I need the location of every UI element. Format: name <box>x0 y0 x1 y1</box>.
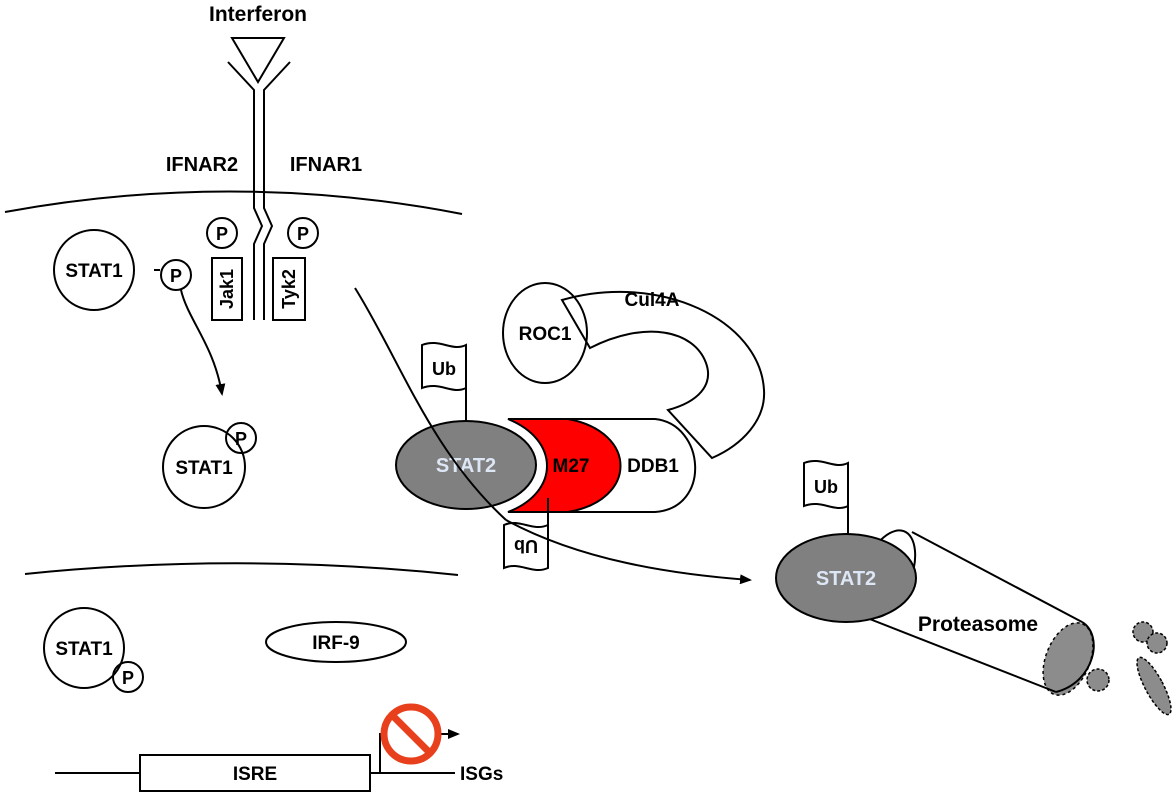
svg-text:ISRE: ISRE <box>233 764 277 785</box>
ddb1-label: DDB1 <box>627 456 679 477</box>
stat1-transfer-phosphate: P <box>160 259 192 291</box>
svg-text:IRF-9: IRF-9 <box>312 633 360 654</box>
tyk2-kinase: Tyk2 <box>272 257 306 321</box>
isre-element: ISRE <box>139 754 371 792</box>
cul4a-scaffold <box>560 290 766 460</box>
jak1-kinase: Jak1 <box>211 257 243 321</box>
isgs-label: ISGs <box>460 764 503 785</box>
ifnar2-label: IFNAR2 <box>166 154 238 176</box>
tyk2-label: Tyk2 <box>279 269 299 309</box>
stat2-targeting-curve <box>354 287 507 521</box>
interferon-triangle <box>230 37 286 84</box>
stat1-nuclear: STAT1 <box>43 607 125 689</box>
phosphorylation-arrow <box>180 289 226 396</box>
irf9-protein: IRF-9 <box>265 621 407 663</box>
svg-text:P: P <box>216 224 228 244</box>
svg-text:STAT1: STAT1 <box>175 458 233 479</box>
stat1-phosphate: P <box>225 422 257 454</box>
svg-text:STAT1: STAT1 <box>65 261 123 282</box>
interferon-label: Interferon <box>209 3 307 26</box>
stat2-bound-label: STAT2 <box>436 455 496 477</box>
ub-flag-proteasome <box>803 460 849 509</box>
m27-protein <box>507 418 622 513</box>
ifnar1-label: IFNAR1 <box>290 154 362 176</box>
svg-text:P: P <box>235 429 247 449</box>
ub-flag-proteasome-label: Ub <box>814 477 838 497</box>
stat2-degrading-label: STAT2 <box>816 568 876 590</box>
ifnar2-chain <box>227 61 264 320</box>
svg-text:STAT1: STAT1 <box>55 639 113 660</box>
degradation-arrow <box>505 519 752 585</box>
svg-text:ROC1: ROC1 <box>519 324 572 345</box>
stat1-cytoplasm: STAT1 <box>53 229 135 311</box>
ifnar1-chain <box>263 61 291 320</box>
m27-label: M27 <box>553 456 590 477</box>
proteasome-label: Proteasome <box>918 613 1038 636</box>
cul4a-label: Cul4A <box>625 290 680 311</box>
ub-flag-top-label: Ub <box>432 359 456 379</box>
ub-flag-bottom-label: Ub <box>514 536 538 556</box>
prohibition-sign-icon <box>380 703 442 765</box>
stat1-phosphorylated: STAT1 <box>162 425 246 509</box>
stat2-degrading <box>775 533 917 623</box>
stat1-nuclear-phosphate: P <box>112 661 144 693</box>
nuclear-membrane <box>24 562 459 576</box>
svg-text:P: P <box>170 266 182 286</box>
ub-flag-bottom <box>503 522 549 571</box>
jak1-label: Jak1 <box>217 269 237 309</box>
degradation-fragments <box>1086 621 1172 716</box>
ub-flag-top <box>421 342 467 391</box>
roc1-protein: ROC1 <box>502 282 588 384</box>
svg-text:P: P <box>297 224 309 244</box>
svg-text:P: P <box>122 668 134 688</box>
jak1-phosphate: P <box>206 217 238 249</box>
plasma-membrane <box>4 190 463 215</box>
tyk2-phosphate: P <box>287 217 319 249</box>
